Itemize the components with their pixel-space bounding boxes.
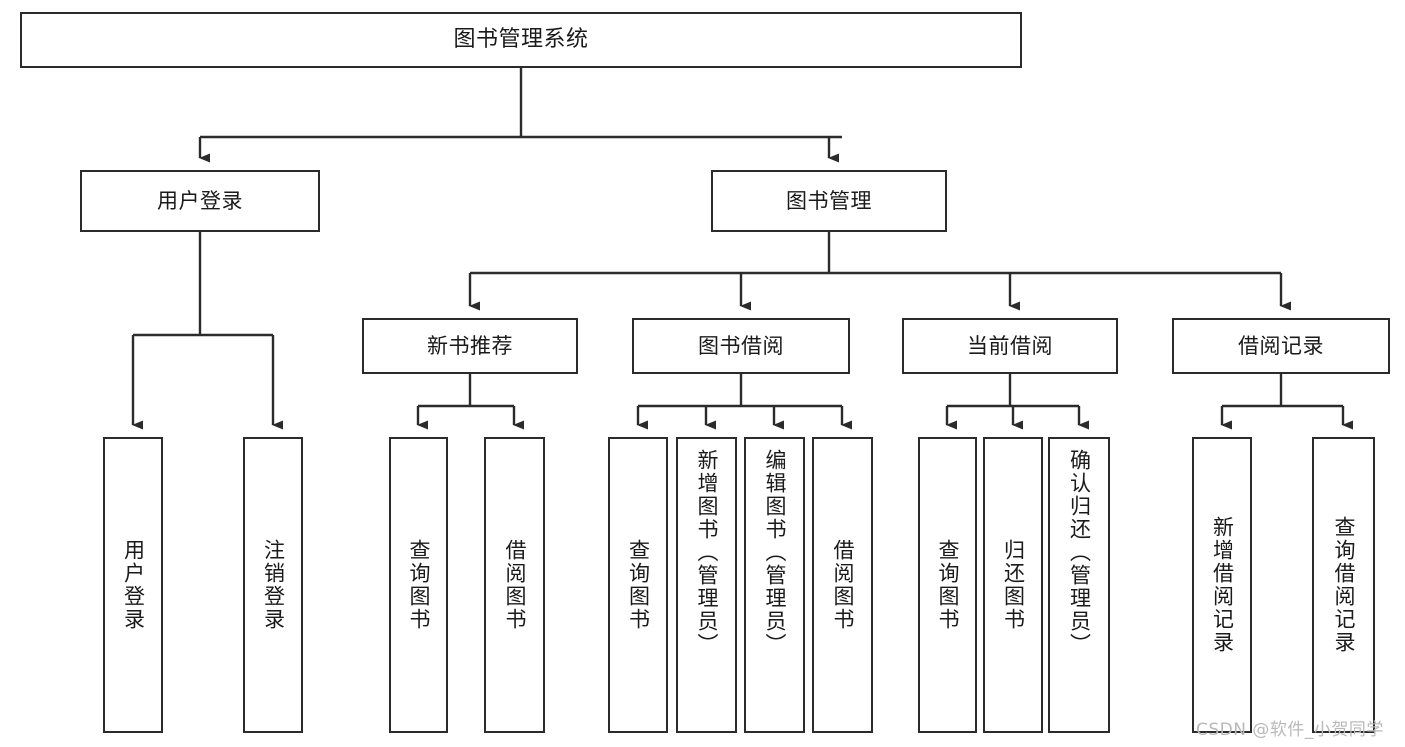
node-leaf-user-login-label: 用户登录 xyxy=(121,539,146,631)
node-leaf-query-book-label: 查询图书 xyxy=(626,539,651,631)
node-leaf-logout[interactable]: 注销登录 xyxy=(243,437,303,733)
node-new-book-recommend-label: 新书推荐 xyxy=(427,333,513,358)
node-leaf-add-book[interactable]: 新增图书（管理员） xyxy=(676,437,737,733)
node-leaf-return-book-label: 归还图书 xyxy=(1001,539,1026,631)
node-leaf-add-record-label: 新增借阅记录 xyxy=(1210,516,1235,654)
node-book-manage-label: 图书管理 xyxy=(786,188,872,213)
node-leaf-edit-book[interactable]: 编辑图书（管理员） xyxy=(744,437,805,733)
node-leaf-query-book-rec-label: 查询图书 xyxy=(407,539,431,631)
node-leaf-query-book-cur[interactable]: 查询图书 xyxy=(918,437,977,733)
node-leaf-user-login[interactable]: 用户登录 xyxy=(103,437,163,733)
node-leaf-edit-book-label: 编辑图书（管理员） xyxy=(763,449,787,656)
node-user-login-label: 用户登录 xyxy=(157,188,243,213)
node-leaf-borrow-book[interactable]: 借阅图书 xyxy=(812,437,873,733)
node-leaf-add-book-label: 新增图书（管理员） xyxy=(695,449,719,656)
node-leaf-add-record[interactable]: 新增借阅记录 xyxy=(1192,437,1252,733)
node-leaf-borrow-book-rec[interactable]: 借阅图书 xyxy=(484,437,545,733)
node-leaf-confirm-return[interactable]: 确认归还（管理员） xyxy=(1048,437,1110,733)
node-leaf-query-book-cur-label: 查询图书 xyxy=(936,539,960,631)
csdn-watermark: CSDN @软件_小贺同学 xyxy=(1196,720,1384,740)
node-leaf-query-record-label: 查询借阅记录 xyxy=(1332,516,1356,654)
node-leaf-query-book-rec[interactable]: 查询图书 xyxy=(389,437,448,733)
node-book-borrow[interactable]: 图书借阅 xyxy=(632,318,850,374)
node-current-borrow[interactable]: 当前借阅 xyxy=(902,318,1118,374)
node-leaf-logout-label: 注销登录 xyxy=(261,539,286,631)
node-root-label: 图书管理系统 xyxy=(453,27,589,53)
node-leaf-query-record[interactable]: 查询借阅记录 xyxy=(1312,437,1375,733)
node-leaf-borrow-book-rec-label: 借阅图书 xyxy=(503,539,527,631)
node-new-book-recommend[interactable]: 新书推荐 xyxy=(362,318,578,374)
node-book-manage[interactable]: 图书管理 xyxy=(711,170,947,232)
node-leaf-return-book[interactable]: 归还图书 xyxy=(983,437,1043,733)
node-borrow-record-label: 借阅记录 xyxy=(1238,333,1324,358)
node-leaf-borrow-book-label: 借阅图书 xyxy=(831,539,855,631)
node-leaf-query-book[interactable]: 查询图书 xyxy=(608,437,668,733)
node-current-borrow-label: 当前借阅 xyxy=(967,333,1053,358)
node-borrow-record[interactable]: 借阅记录 xyxy=(1172,318,1390,374)
node-user-login[interactable]: 用户登录 xyxy=(80,170,320,232)
node-root[interactable]: 图书管理系统 xyxy=(20,12,1022,68)
node-leaf-confirm-return-label: 确认归还（管理员） xyxy=(1067,449,1092,656)
node-book-borrow-label: 图书借阅 xyxy=(698,333,784,358)
